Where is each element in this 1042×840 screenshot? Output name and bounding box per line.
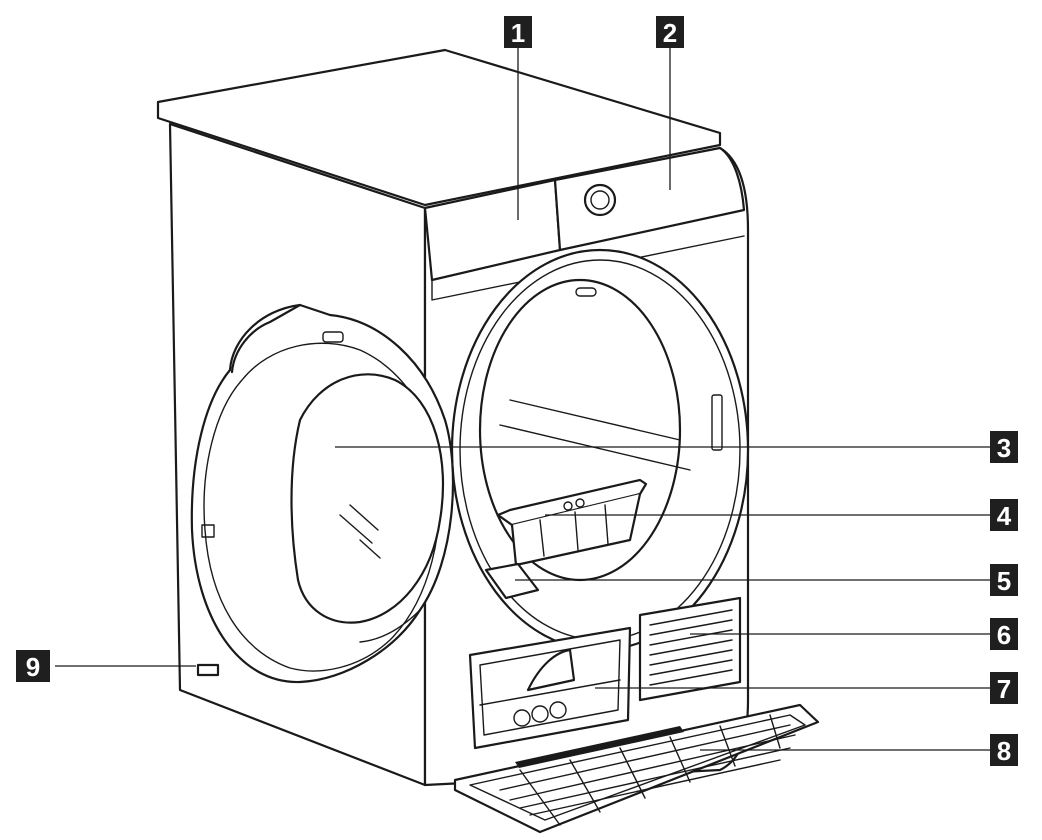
callout-4: 4 bbox=[990, 499, 1018, 531]
callout-1: 1 bbox=[504, 16, 532, 48]
dryer-illustration bbox=[156, 48, 820, 834]
flap-handle bbox=[515, 726, 684, 768]
kick-flap bbox=[453, 703, 820, 834]
control-panel-right bbox=[553, 146, 746, 252]
callout-2: 2 bbox=[656, 16, 684, 48]
callout-9: 9 bbox=[16, 650, 50, 682]
callout-label-6: 6 bbox=[997, 620, 1011, 650]
callout-6: 6 bbox=[990, 618, 1018, 650]
door-glass bbox=[290, 373, 445, 624]
callout-label-5: 5 bbox=[997, 566, 1011, 596]
heat-exchanger-cover bbox=[468, 626, 632, 750]
callout-label-7: 7 bbox=[997, 674, 1011, 704]
callout-label-3: 3 bbox=[997, 433, 1011, 463]
callout-label-9: 9 bbox=[26, 652, 40, 682]
air-vent bbox=[638, 596, 742, 702]
callout-label-4: 4 bbox=[997, 501, 1012, 531]
callout-7: 7 bbox=[990, 672, 1018, 704]
filter bbox=[496, 478, 648, 567]
adjustable-foot bbox=[196, 663, 220, 677]
door bbox=[190, 303, 455, 684]
program-knob bbox=[583, 183, 617, 217]
leader-lines bbox=[55, 48, 990, 751]
callout-label-2: 2 bbox=[663, 18, 677, 48]
data-plate bbox=[484, 562, 540, 600]
callout-3: 3 bbox=[990, 431, 1018, 463]
callout-8: 8 bbox=[990, 734, 1018, 766]
callout-5: 5 bbox=[990, 564, 1018, 596]
callout-label-8: 8 bbox=[997, 736, 1011, 766]
callout-label-1: 1 bbox=[511, 18, 525, 48]
